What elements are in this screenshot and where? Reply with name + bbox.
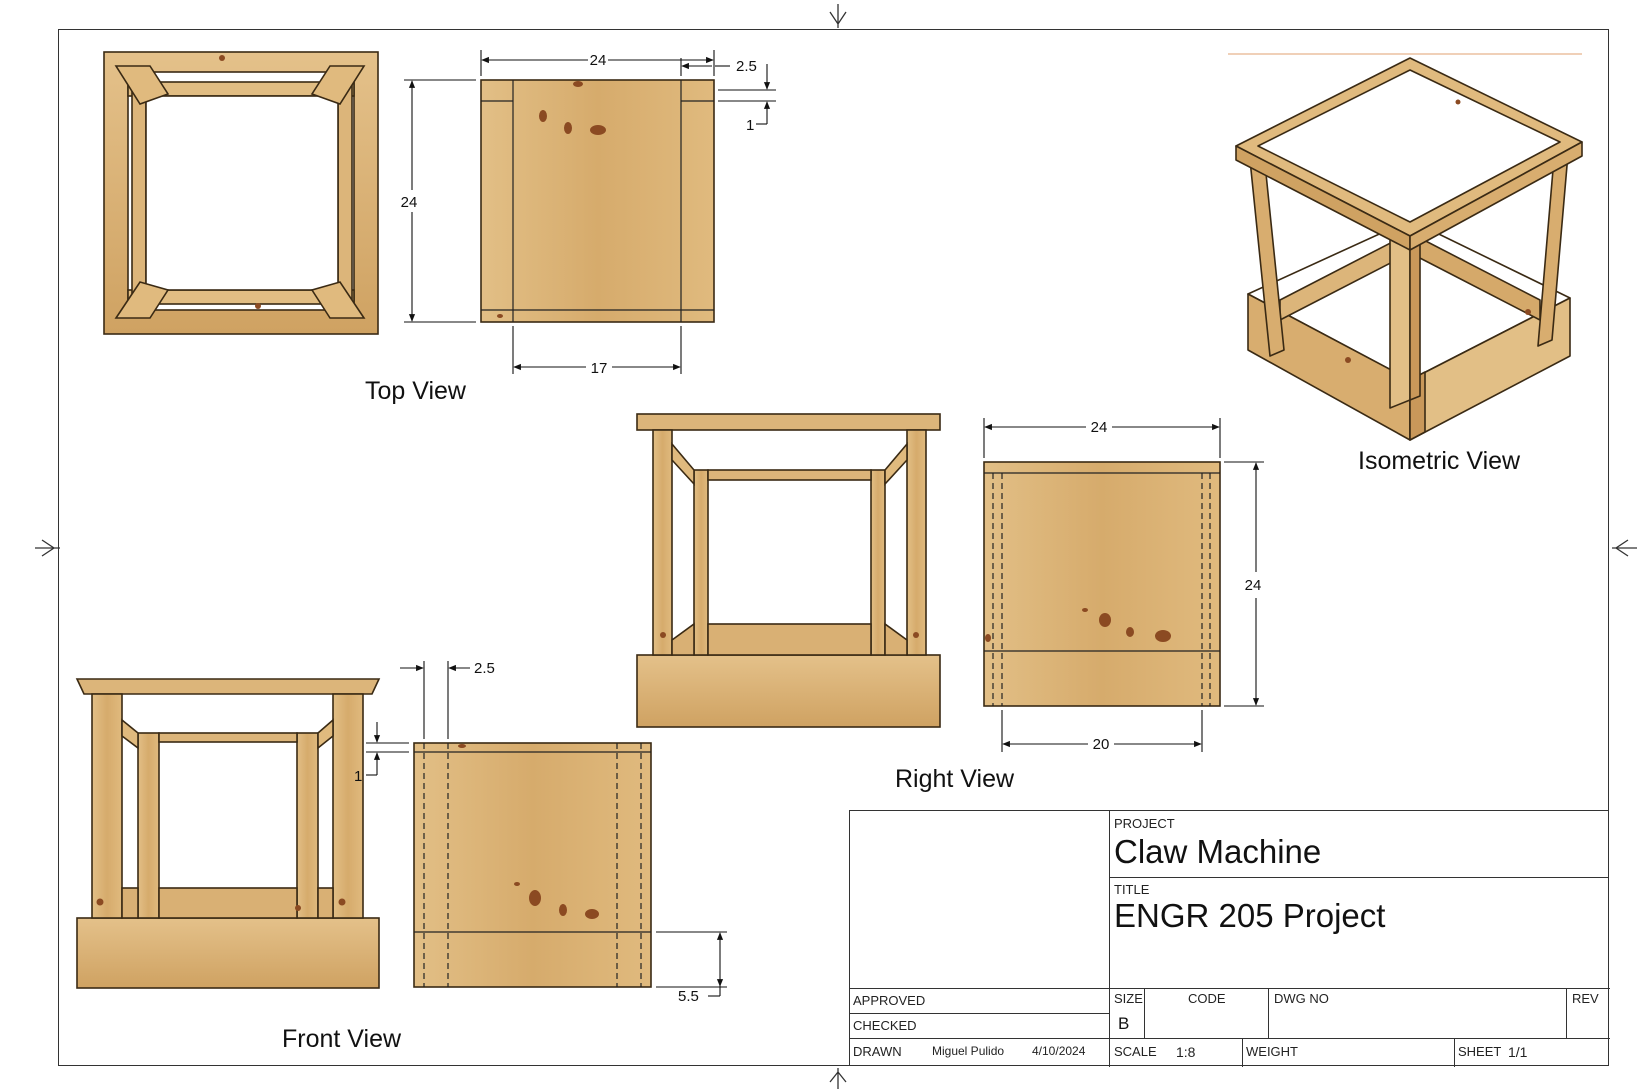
top-view-panel-drawing bbox=[480, 79, 715, 323]
drawn-by: Miguel Pulido bbox=[932, 1044, 1005, 1058]
code-label: CODE bbox=[1188, 991, 1226, 1006]
right-view-label: Right View bbox=[895, 765, 1015, 793]
dim-top-offset: 2.5 bbox=[736, 58, 757, 75]
title-block-rule bbox=[1109, 877, 1609, 878]
title-block-rule bbox=[1566, 988, 1567, 1038]
top-view-label: Top View bbox=[365, 377, 466, 405]
title-block-rule bbox=[1454, 1038, 1455, 1067]
dim-front-offset: 2.5 bbox=[474, 660, 495, 677]
rev-label: REV bbox=[1572, 991, 1599, 1006]
isometric-view-drawing bbox=[1235, 57, 1583, 441]
top-view-dimensions bbox=[404, 50, 776, 374]
dim-front-thickness: 1 bbox=[354, 768, 362, 785]
dwg-no-label: DWG NO bbox=[1274, 991, 1329, 1006]
title-label: TITLE bbox=[1114, 882, 1150, 897]
title-block-rule bbox=[1242, 1038, 1243, 1067]
sheet-value: 1/1 bbox=[1508, 1044, 1528, 1060]
top-view-frame-drawing bbox=[103, 51, 379, 335]
project-label: PROJECT bbox=[1114, 816, 1175, 831]
scale-value: 1:8 bbox=[1176, 1044, 1196, 1060]
weight-label: WEIGHT bbox=[1246, 1044, 1298, 1059]
dim-right-inner: 20 bbox=[1093, 736, 1110, 753]
checked-label: CHECKED bbox=[853, 1018, 917, 1033]
front-view-panel-drawing bbox=[413, 742, 652, 988]
dim-top-height: 24 bbox=[401, 194, 418, 211]
title-block: PROJECT Claw Machine TITLE ENGR 205 Proj… bbox=[849, 810, 1610, 1067]
dim-top-thickness: 1 bbox=[746, 117, 754, 134]
drawn-date: 4/10/2024 bbox=[1032, 1044, 1086, 1058]
title-block-rule bbox=[1144, 988, 1145, 1038]
dim-right-width: 24 bbox=[1091, 419, 1108, 436]
isometric-view-label: Isometric View bbox=[1358, 447, 1521, 475]
dim-front-base: 5.5 bbox=[678, 988, 699, 1005]
right-view-dimensions bbox=[983, 418, 1264, 752]
front-view-dimensions bbox=[366, 661, 727, 997]
project-name: Claw Machine bbox=[1114, 833, 1322, 870]
front-view-frame-drawing bbox=[75, 678, 381, 989]
dim-top-width: 24 bbox=[590, 52, 607, 69]
front-view-label: Front View bbox=[282, 1025, 402, 1053]
centering-marks bbox=[35, 4, 1637, 1089]
sheet-label: SHEET bbox=[1458, 1044, 1502, 1059]
right-view-frame-drawing bbox=[636, 413, 941, 728]
size-value: B bbox=[1118, 1014, 1130, 1033]
title-block-divider bbox=[1109, 811, 1110, 1067]
title-block-rule bbox=[850, 988, 1610, 989]
approved-label: APPROVED bbox=[853, 993, 926, 1008]
title-block-rule bbox=[850, 1013, 1109, 1014]
dim-right-height: 24 bbox=[1245, 577, 1262, 594]
scale-label: SCALE bbox=[1114, 1044, 1157, 1059]
size-label: SIZE bbox=[1114, 991, 1143, 1006]
drawn-label: DRAWN bbox=[853, 1044, 902, 1059]
dim-top-inner: 17 bbox=[591, 360, 608, 377]
right-view-panel-drawing bbox=[983, 461, 1221, 707]
drawing-title: ENGR 205 Project bbox=[1114, 897, 1386, 934]
title-block-rule bbox=[1268, 988, 1269, 1038]
title-block-rule bbox=[850, 1038, 1610, 1039]
